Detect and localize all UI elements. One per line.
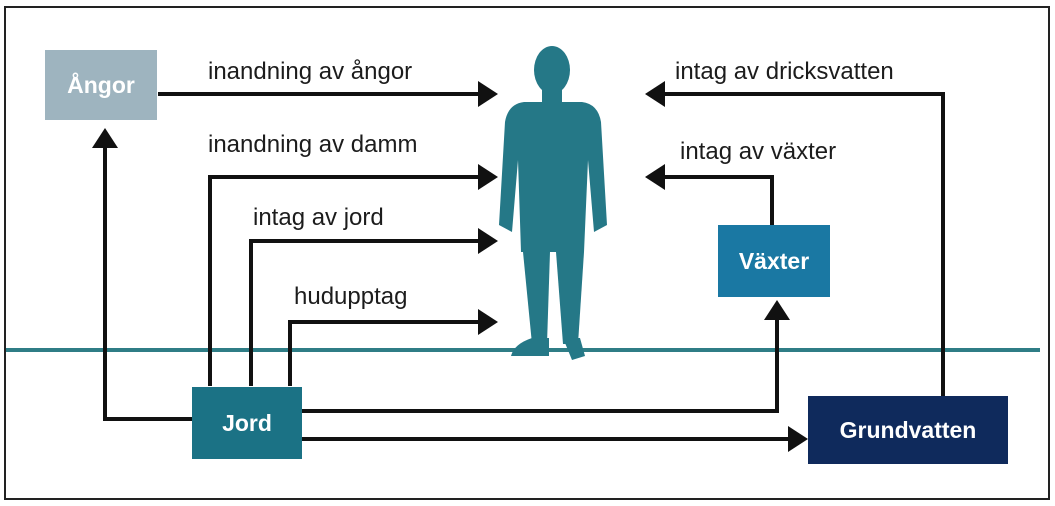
arrowhead-angor-to-person [478, 81, 498, 107]
arrowhead-hud [478, 309, 498, 335]
arrowhead-to-grundvatten [788, 426, 808, 452]
arrow-intag-jord [249, 239, 478, 386]
arrow-jord-to-angor [103, 148, 192, 421]
label-inandning-angor: inandning av ångor [208, 58, 413, 85]
arrowhead-to-vaxter [764, 300, 790, 320]
grundvatten-label: Grundvatten [839, 416, 977, 443]
arrowheads [92, 81, 808, 452]
arrow-intag-vaxter [660, 175, 774, 225]
vaxter-box: Växter [718, 225, 830, 297]
jord-box: Jord [192, 387, 302, 459]
arrowhead-dricksvatten [645, 81, 665, 107]
arrow-hudupptag [288, 320, 478, 386]
arrowhead-vaxter-to-person [645, 164, 665, 190]
arrow-inandning-damm [208, 175, 478, 386]
arrow-group [103, 92, 945, 441]
label-intag-jord: intag av jord [253, 204, 384, 231]
jord-label: Jord [222, 409, 272, 436]
label-intag-vaxter: intag av växter [680, 138, 837, 165]
arrow-intag-dricksvatten [660, 92, 945, 396]
label-intag-dricksvatten: intag av dricksvatten [675, 58, 894, 85]
grundvatten-box: Grundvatten [808, 396, 1008, 464]
angor-box: Ångor [45, 50, 157, 120]
diagram-frame [4, 6, 1050, 500]
arrowhead-damm [478, 164, 498, 190]
arrow-jord-to-vaxter [302, 320, 779, 413]
label-hudupptag: hudupptag [294, 283, 408, 310]
label-inandning-damm: inandning av damm [208, 131, 418, 158]
arrowhead-to-angor [92, 128, 118, 148]
person-icon [499, 46, 607, 360]
vaxter-label: Växter [738, 247, 810, 274]
arrowhead-jord [478, 228, 498, 254]
angor-label: Ångor [67, 71, 135, 98]
